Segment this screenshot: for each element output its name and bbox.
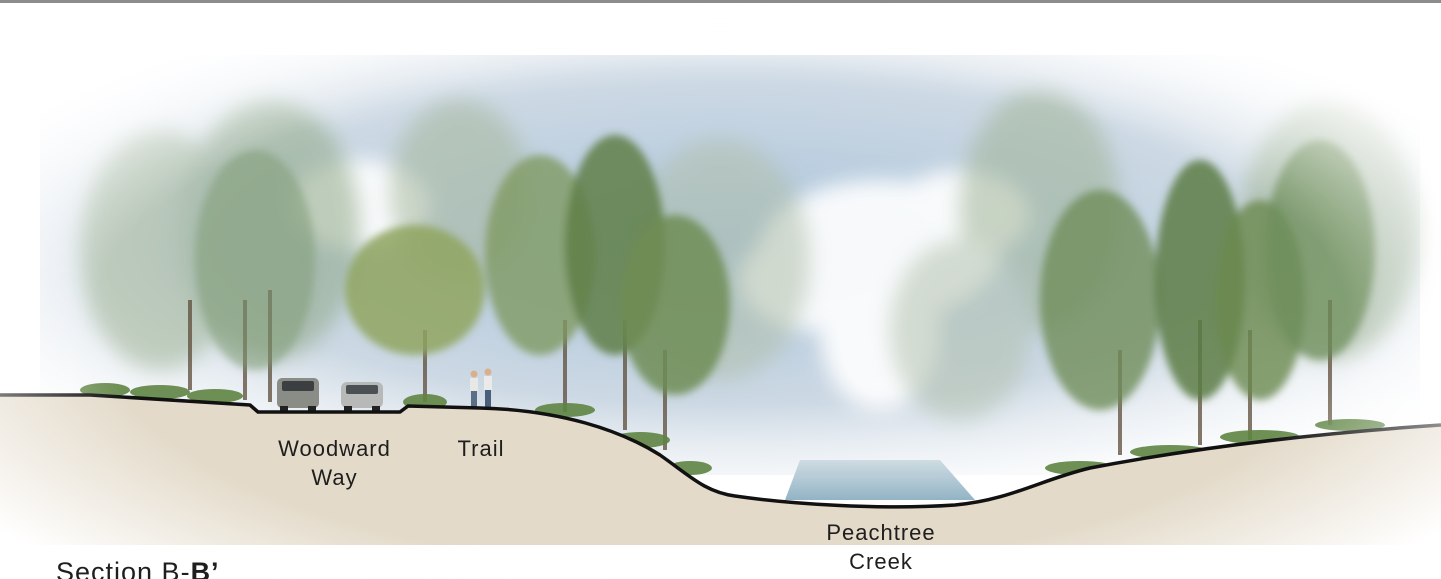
- section-title-suffix: B’: [190, 557, 220, 579]
- creek-label-line-1: Peachtree: [826, 520, 936, 545]
- edge-fade: [0, 3, 1441, 579]
- creek-label-line-2: Creek: [849, 549, 913, 574]
- road-label: Woodward Way: [252, 434, 417, 492]
- road-label-line-2: Way: [311, 465, 358, 490]
- top-rule: [0, 0, 1441, 3]
- trail-label: Trail: [457, 436, 505, 461]
- section-title: Section B-B’: [56, 556, 220, 579]
- section-title-prefix: Section B-: [56, 557, 191, 579]
- creek-label: Peachtree Creek: [786, 518, 976, 576]
- road-label-line-1: Woodward: [278, 436, 391, 461]
